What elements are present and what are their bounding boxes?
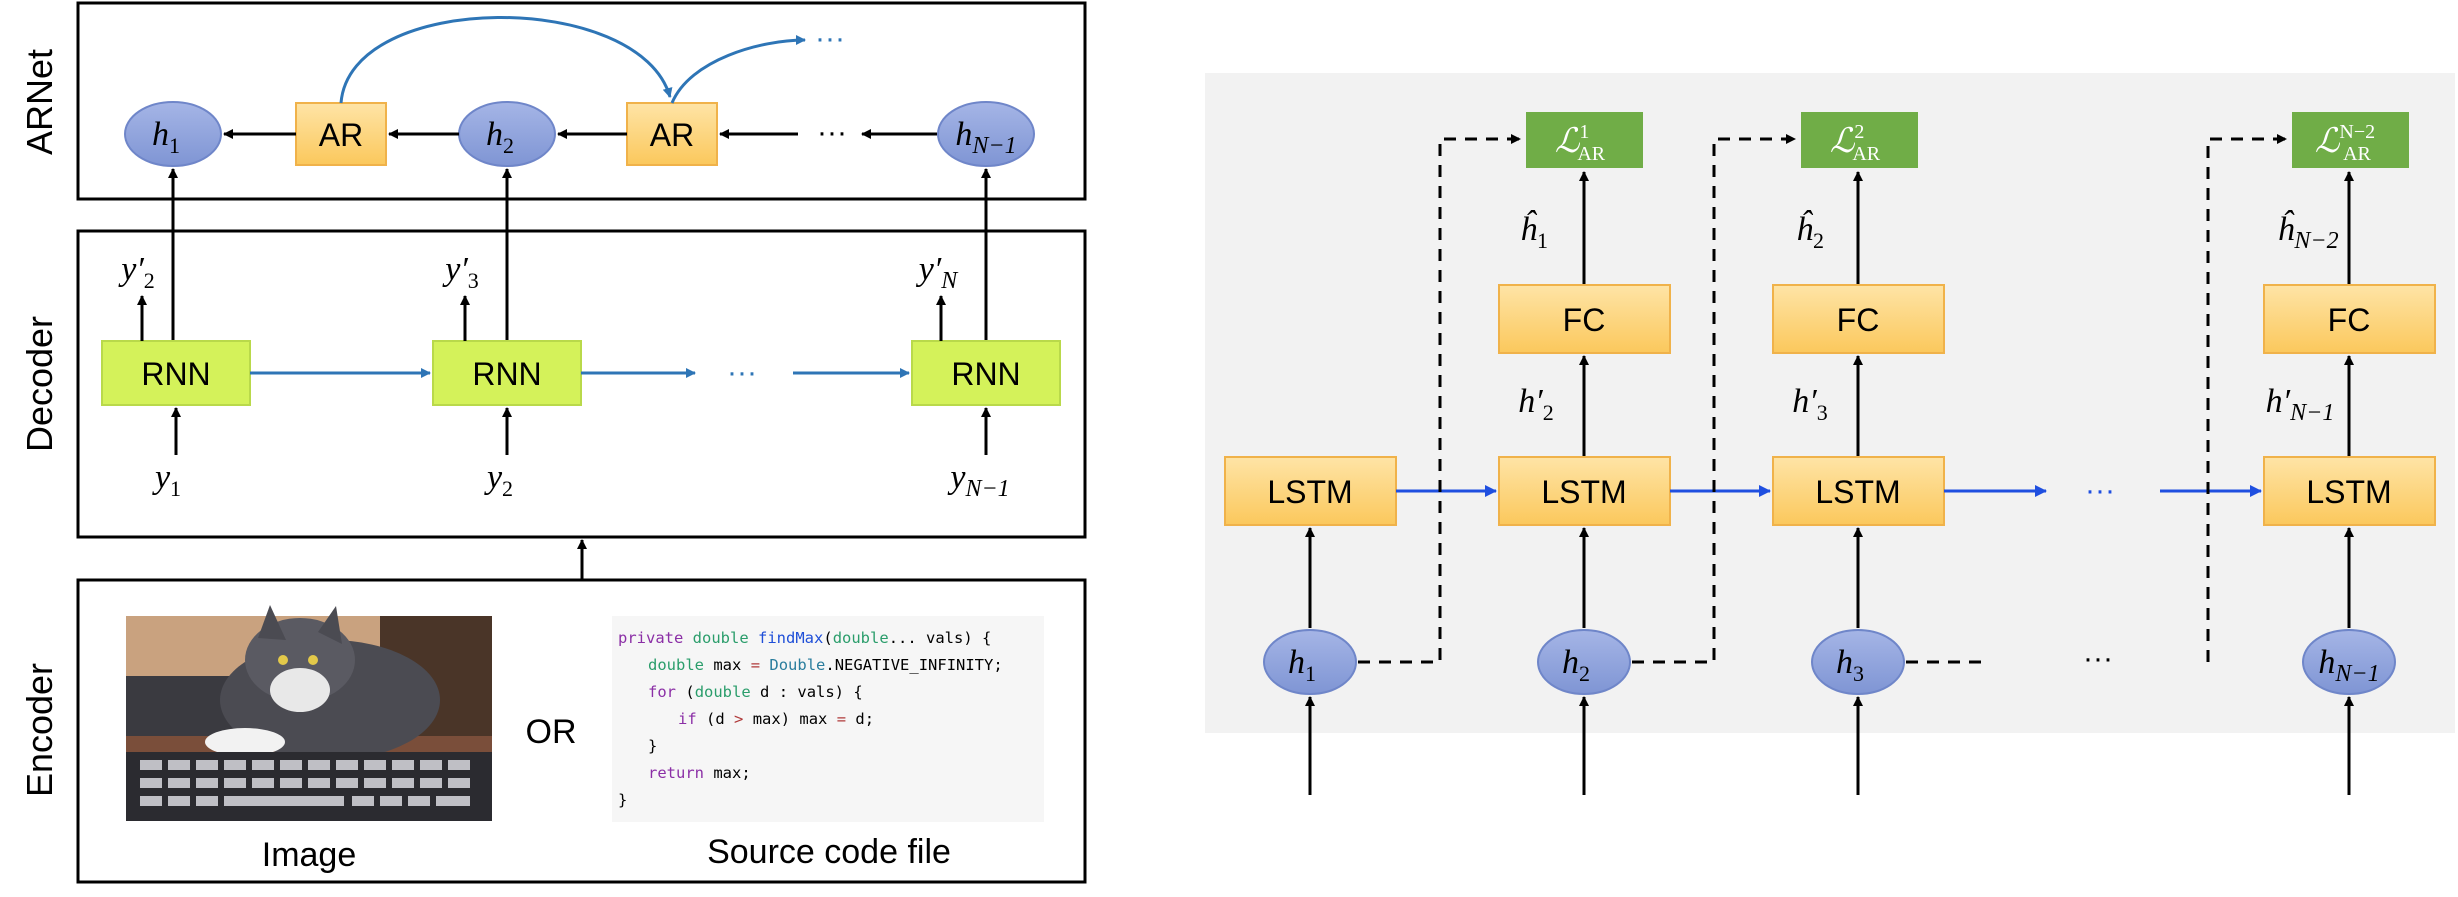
output-label-y2: y′2	[118, 251, 155, 293]
curve-ar1-to-ar2	[339, 16, 673, 104]
code-line-3: for (double d : vals) {	[648, 683, 863, 701]
loss-box-1	[1526, 112, 1643, 168]
lstm-box-4-label: LSTM	[2306, 474, 2391, 510]
hidden-ellipsis: ···	[2083, 642, 2113, 675]
arnet-node-h1	[124, 101, 222, 167]
output-label-y3: y′3	[442, 251, 479, 293]
rnn-box-1	[101, 340, 251, 406]
ar-box-2-label: AR	[650, 117, 694, 153]
arnet-node-hN-label: hN−1	[955, 116, 1016, 159]
hat-label-2: ĥ2	[1796, 210, 1824, 253]
fc-box-3-label: FC	[2328, 302, 2371, 338]
lstm-box-4	[2263, 456, 2436, 526]
prime-label-1: h′2	[1518, 383, 1553, 425]
hidden-node-h1	[1263, 629, 1357, 695]
left-figure: ARNet Decoder Encoder h1 h2 hN−1 AR AR ·…	[19, 1, 1087, 884]
right-panel-background	[1205, 73, 2455, 733]
hidden-node-hN-label: hN−1	[2318, 644, 2379, 687]
dashed-into-lossN	[2206, 134, 2287, 662]
hat-label-1: ĥ1	[1520, 210, 1548, 253]
fc-box-1-label: FC	[1563, 302, 1606, 338]
rnn-box-2-label: RNN	[472, 356, 541, 392]
section-label-arnet: ARNet	[19, 49, 60, 155]
hat-label-3: ĥN−2	[2277, 210, 2338, 254]
code-line-1: private double findMax(double... vals) {	[618, 629, 991, 647]
lstm-box-3-label: LSTM	[1815, 474, 1900, 510]
image-caption: Image	[262, 836, 357, 874]
code-line-6: return max;	[648, 764, 751, 782]
code-line-5: }	[648, 737, 657, 755]
rnn-box-3	[911, 340, 1061, 406]
arnet-box	[76, 1, 1087, 201]
lstm-box-1	[1224, 456, 1397, 526]
curve-ar2-to-next	[670, 35, 806, 104]
code-snippet: private double findMax(double... vals) {…	[618, 629, 1003, 809]
loss-box-2	[1801, 112, 1918, 168]
lstm-box-2-label: LSTM	[1541, 474, 1626, 510]
cat-image	[126, 605, 492, 821]
input-label-y2: y2	[484, 459, 513, 501]
fc-box-2-label: FC	[1837, 302, 1880, 338]
or-label: OR	[526, 713, 577, 751]
code-line-2: double max = Double.NEGATIVE_INFINITY;	[648, 656, 1003, 674]
rnn-box-1-label: RNN	[141, 356, 210, 392]
decoder-box	[76, 229, 1087, 539]
section-label-decoder: Decoder	[19, 316, 60, 452]
prime-label-2: h′3	[1792, 383, 1827, 425]
loss-box-3	[2292, 112, 2409, 168]
ar-box-1-label: AR	[319, 117, 363, 153]
dashed-h1-to-loss1	[1358, 134, 1521, 664]
arnet-node-hN	[937, 101, 1035, 167]
fc-box-2	[1772, 284, 1945, 354]
code-line-7: }	[618, 791, 627, 809]
hidden-node-h2-label: h2	[1562, 644, 1590, 686]
lstm-box-3	[1772, 456, 1945, 526]
hidden-node-h3	[1811, 629, 1905, 695]
input-label-y1: y1	[152, 459, 181, 501]
lstm-box-1-label: LSTM	[1267, 474, 1352, 510]
rnn-box-3-label: RNN	[951, 356, 1020, 392]
fc-box-1	[1498, 284, 1671, 354]
hidden-node-h2	[1537, 629, 1631, 695]
hidden-node-h1-label: h1	[1288, 644, 1316, 686]
lstm-box-2	[1498, 456, 1671, 526]
hidden-node-hN	[2302, 629, 2396, 695]
arnet-blue-ellipsis: ···	[815, 22, 845, 55]
code-snippet-box	[612, 616, 1044, 822]
arnet-node-h2-label: h2	[486, 116, 514, 158]
output-label-yN: y′N	[916, 251, 960, 294]
lstm-ellipsis: ···	[2085, 474, 2115, 507]
code-line-4: if (d > max) max = d;	[678, 710, 874, 728]
arnet-node-h1-label: h1	[152, 116, 180, 158]
arnet-ellipsis: ···	[817, 116, 847, 149]
decoder-ellipsis: ···	[727, 356, 757, 389]
hidden-node-h3-label: h3	[1836, 644, 1864, 686]
input-label-yN: yN−1	[947, 459, 1009, 502]
prime-label-3: h′N−1	[2266, 383, 2335, 426]
dashed-h2-to-loss2	[1632, 134, 1796, 664]
fc-box-3	[2263, 284, 2436, 354]
section-label-encoder: Encoder	[19, 663, 60, 797]
code-caption: Source code file	[707, 833, 951, 871]
